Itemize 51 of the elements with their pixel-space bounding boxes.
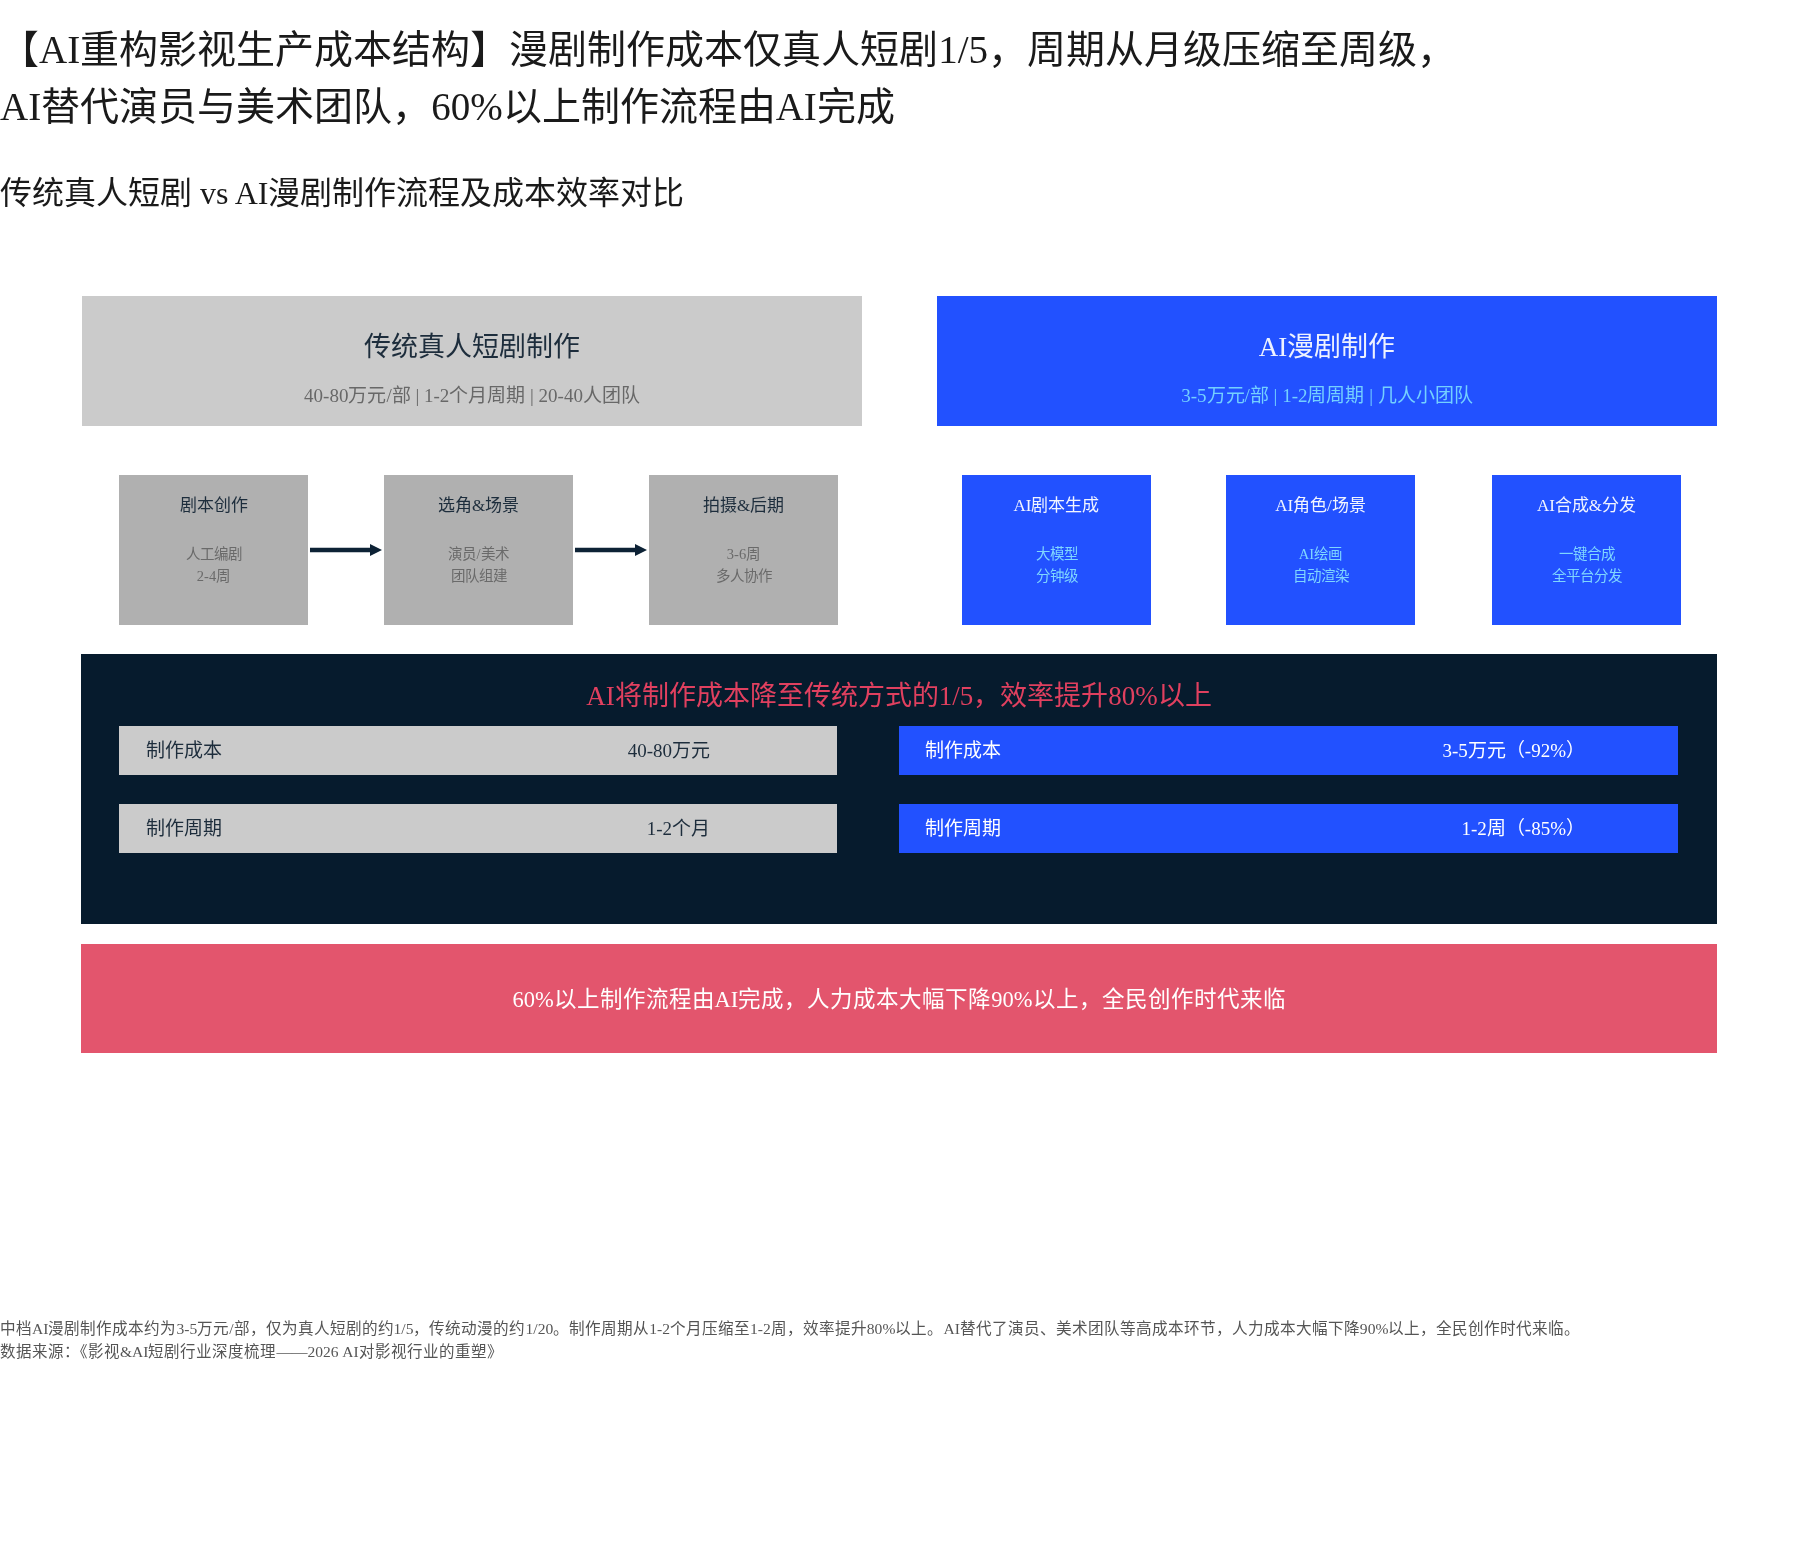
step-detail: 分钟级 (1035, 567, 1078, 586)
step-detail: 演员/美术团队组建 (447, 545, 510, 586)
step-detail: 全平台分发 (1551, 567, 1622, 586)
step-detail: 一键合成 (1558, 545, 1615, 564)
header-stats: 3-5万元/部 | 1-2周周期 | 几人小团队 (1181, 385, 1473, 407)
metric-bar (899, 804, 1678, 853)
source-note: 数据来源：《影视&AI短剧行业深度梳理——2026 AI对影视行业的重塑》 (0, 1342, 503, 1362)
metric-label: 制作成本 (146, 739, 222, 763)
step-title: 剧本创作 (179, 495, 248, 517)
step-box (119, 475, 308, 625)
arrow (575, 544, 647, 556)
step-detail: 大模型 (1035, 545, 1078, 564)
metric-value: 1-2周（-85%） (1461, 817, 1585, 841)
step-detail: AI绘画 (1298, 545, 1343, 564)
metric-bar (119, 804, 837, 853)
header-title: AI漫剧制作 (1258, 331, 1396, 364)
step-detail: 2-4周 (196, 567, 231, 586)
metric-value: 3-5万元（-92%） (1442, 739, 1585, 763)
header-panel (937, 296, 1717, 426)
header-title: 传统真人短剧制作 (364, 331, 580, 364)
metric-bar (899, 726, 1678, 775)
step-box (649, 475, 838, 625)
metric-bar (119, 726, 837, 775)
step-box (1226, 475, 1415, 625)
step-title: AI合成&分发 (1536, 495, 1637, 517)
step-title: 拍摄&后期 (702, 495, 785, 517)
metric-value: 1-2个月 (646, 817, 710, 841)
step-box (1492, 475, 1681, 625)
metric-label: 制作周期 (146, 817, 222, 841)
step-title: 选角&场景 (437, 495, 520, 517)
step-detail: 自动渲染 (1292, 567, 1349, 586)
metric-label: 制作周期 (925, 817, 1001, 841)
conclusion-text: 60%以上制作流程由AI完成，人力成本大幅下降90%以上，全民创作时代来临 (512, 985, 1286, 1014)
step-box (384, 475, 573, 625)
subtitle: 传统真人短剧 vs AI漫剧制作流程及成本效率对比 (0, 174, 685, 213)
header-stats: 40-80万元/部 | 1-2个月周期 | 20-40人团队 (304, 385, 640, 407)
step-title: AI剧本生成 (1013, 495, 1100, 517)
step-detail: 人工编剧 (185, 545, 242, 564)
step-box (962, 475, 1151, 625)
header-panel (82, 296, 862, 426)
metric-value: 40-80万元 (627, 739, 710, 763)
metric-label: 制作成本 (925, 739, 1001, 763)
summary-panel (81, 654, 1717, 924)
footnote: 中档AI漫剧制作成本约为3-5万元/部，仅为真人短剧的约1/5，传统动漫的约1/20。制作周期从1-2个月压缩至1-2周，效率提升80%以上。AI替代了演员、美术团队等高成本环节，人力成本大幅下降90%以上，全民创作时代来临。 (0, 1319, 1581, 1339)
title: 【AI重构影视生产成本结构】漫剧制作成本仅真人短剧1/5，周期从月级压缩至周级，AI替代演员与美术团队，60%以上制作流程由AI完成 (0, 27, 1457, 130)
arrow (310, 544, 382, 556)
step-title: AI角色/场景 (1275, 495, 1366, 517)
step-detail: 3-6周 (726, 545, 761, 564)
step-detail: 多人协作 (715, 567, 772, 586)
panel-heading: AI将制作成本降至传统方式的1/5，效率提升80%以上 (586, 680, 1212, 713)
conclusion-banner (81, 944, 1717, 1053)
